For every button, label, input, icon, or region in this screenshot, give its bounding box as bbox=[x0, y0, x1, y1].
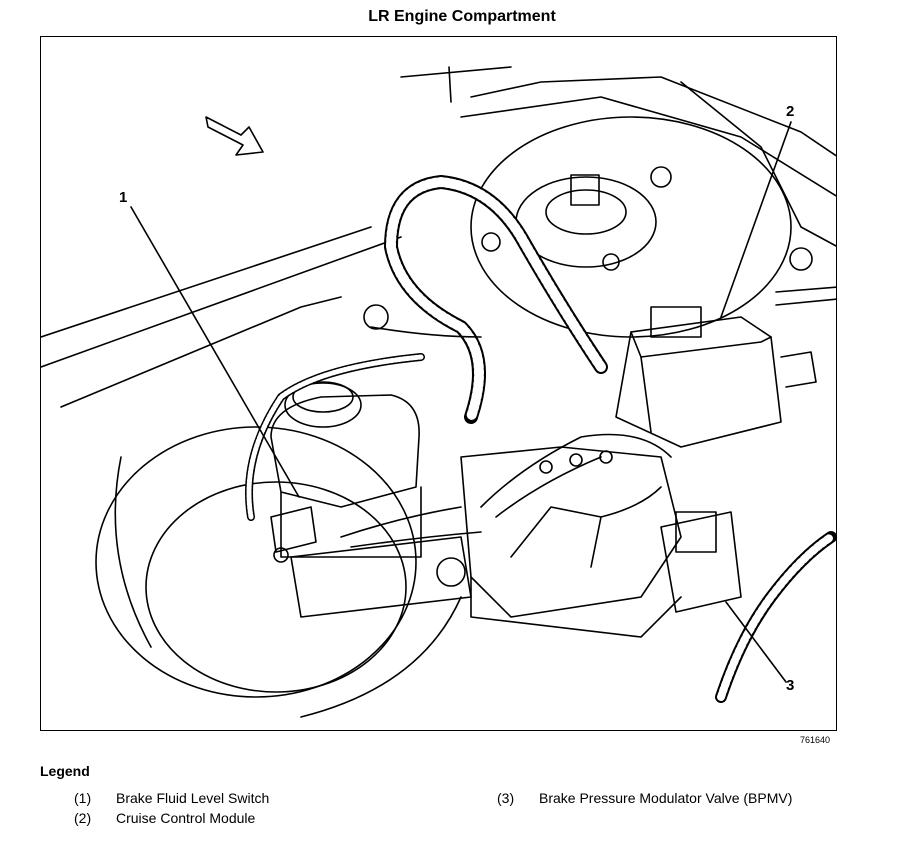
legend-item-label: Brake Pressure Modulator Valve (BPMV) bbox=[539, 790, 793, 806]
legend-item-label: Cruise Control Module bbox=[116, 810, 256, 826]
legend-item-label: Brake Fluid Level Switch bbox=[116, 790, 270, 806]
callout-3: 3 bbox=[786, 677, 795, 694]
illustration-frame: 1 2 3 bbox=[40, 36, 837, 731]
engine-compartment-illustration bbox=[41, 66, 836, 718]
legend-item: (1) Brake Fluid Level Switch bbox=[74, 790, 269, 806]
leader-line-2 bbox=[720, 121, 792, 318]
diagram-title: LR Engine Compartment bbox=[368, 8, 556, 25]
callout-2: 2 bbox=[786, 103, 795, 120]
legend-item-number: (2) bbox=[74, 810, 92, 826]
legend-item: (3) Brake Pressure Modulator Valve (BPMV) bbox=[497, 790, 792, 806]
figure-number: 761640 bbox=[800, 735, 831, 745]
legend-item-number: (1) bbox=[74, 790, 92, 806]
legend-heading: Legend bbox=[40, 763, 90, 779]
callout-1: 1 bbox=[119, 189, 128, 206]
leader-line-3 bbox=[725, 601, 787, 683]
legend-item-number: (3) bbox=[497, 790, 515, 806]
leader-line-1 bbox=[130, 206, 300, 498]
legend-item: (2) Cruise Control Module bbox=[74, 810, 255, 826]
